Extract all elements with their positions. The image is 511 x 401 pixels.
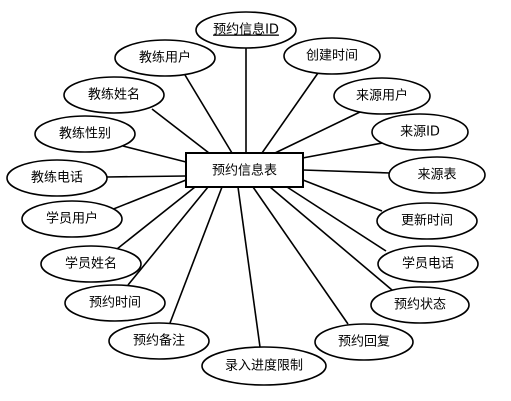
attr-a9: 预约回复 (314, 323, 414, 361)
attr-label-a16: 教练性别 (59, 126, 111, 142)
attr-a17: 教练姓名 (63, 76, 165, 114)
edge-a12 (127, 186, 209, 286)
attr-label-a13: 学员姓名 (65, 256, 117, 272)
edge-a17 (151, 108, 210, 154)
attr-label-a14: 学员用户 (46, 211, 98, 227)
edge-a4 (291, 142, 383, 161)
attr-a4: 来源ID (371, 113, 469, 151)
attr-a2: 创建时间 (283, 37, 381, 75)
attr-label-a8: 预约状态 (394, 298, 446, 313)
attr-a18: 教练用户 (114, 39, 216, 77)
attr-a5: 来源表 (388, 156, 486, 194)
edge-a14 (105, 179, 187, 213)
attr-a13: 学员姓名 (40, 245, 142, 283)
connector-lines (105, 48, 393, 348)
attr-a16: 教练性别 (34, 115, 136, 153)
attr-a14: 学员用户 (21, 200, 123, 238)
edge-a11 (169, 186, 223, 324)
attr-label-a10: 录入进度限制 (225, 358, 303, 374)
attr-a10: 录入进度限制 (201, 346, 327, 386)
attr-a6: 更新时间 (376, 202, 478, 240)
attr-label-a15: 教练电话 (31, 170, 83, 186)
attr-a8: 预约状态 (370, 286, 470, 324)
edge-a5 (302, 169, 391, 174)
attr-label-a4: 来源ID (400, 125, 440, 140)
attr-label-a6: 更新时间 (401, 213, 453, 229)
edge-a3 (274, 111, 361, 154)
attr-label-a3: 来源用户 (356, 88, 408, 104)
attr-a12: 预约时间 (64, 284, 166, 322)
attr-a15: 教练电话 (6, 159, 108, 197)
attr-a1: 预约信息ID (195, 11, 297, 49)
edge-a9 (252, 186, 349, 325)
edge-a10 (237, 186, 261, 348)
edge-a13 (116, 186, 196, 250)
edge-a16 (122, 145, 187, 163)
attr-label-a7: 学员电话 (402, 256, 454, 272)
edge-a6 (302, 179, 383, 212)
attr-label-a18: 教练用户 (139, 50, 191, 66)
edge-a7 (286, 186, 387, 252)
attr-label-a1: 预约信息ID (213, 22, 279, 38)
entity-label: 预约信息表 (212, 163, 277, 179)
edge-a18 (184, 74, 233, 154)
attr-label-a12: 预约时间 (89, 296, 141, 311)
attr-a3: 来源用户 (333, 77, 431, 115)
edge-a15 (106, 175, 187, 178)
edge-a2 (261, 72, 319, 154)
attr-label-a2: 创建时间 (306, 49, 358, 64)
attr-a11: 预约备注 (108, 322, 210, 360)
attr-label-a17: 教练姓名 (88, 87, 140, 103)
attr-label-a11: 预约备注 (133, 333, 185, 349)
entity-node: 预约信息表 (185, 152, 304, 188)
attr-label-a5: 来源表 (417, 168, 456, 183)
attr-label-a9: 预约回复 (338, 335, 390, 350)
edge-a8 (269, 186, 393, 291)
attr-a7: 学员电话 (377, 245, 479, 283)
